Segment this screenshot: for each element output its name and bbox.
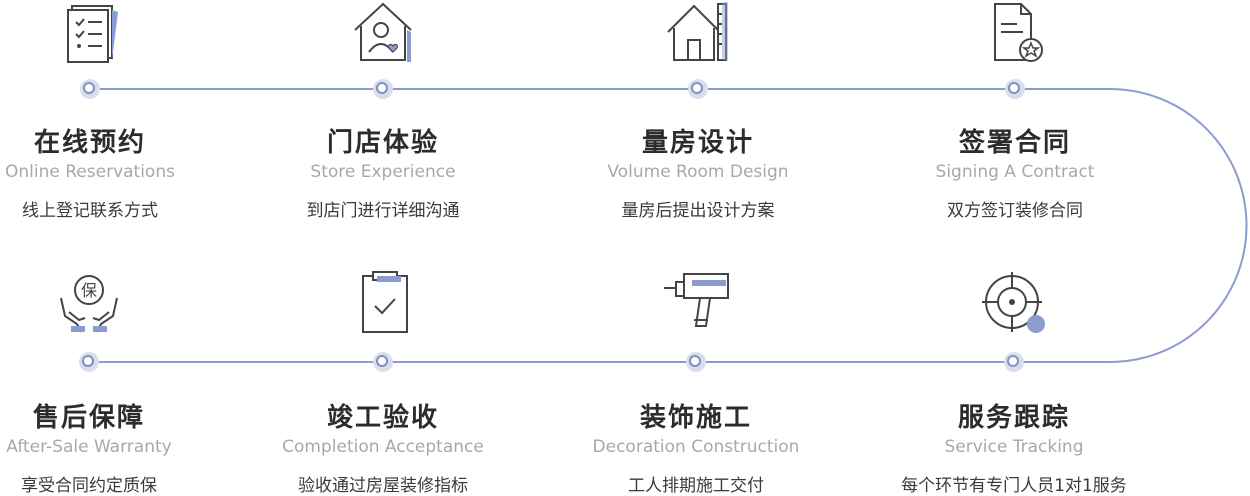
step-volume-room-design: 量房设计 Volume Room Design 量房后提出设计方案 — [578, 0, 818, 492]
step-title: 售后保障 — [32, 403, 145, 433]
drill-icon — [664, 273, 729, 327]
step-subtitle: Service Tracking — [944, 437, 1084, 457]
step-description: 每个环节有专门人员1对1服务 — [901, 476, 1127, 496]
step-marker-dot — [79, 352, 99, 372]
step-marker-dot — [373, 352, 393, 372]
house-person-icon — [354, 2, 412, 62]
house-ruler-icon — [667, 2, 728, 61]
hands-shield-icon: 保 — [60, 275, 118, 333]
step-title: 门店体验 — [326, 128, 439, 158]
target-icon — [982, 272, 1045, 333]
step-signing-contract: 签署合同 Signing A Contract 双方签订装修合同 — [895, 0, 1135, 492]
step-subtitle: Volume Room Design — [607, 162, 789, 182]
step-decoration-construction: 装饰施工 Decoration Construction 工人排期施工交付 — [576, 0, 816, 496]
contract-star-icon — [994, 2, 1043, 62]
step-online-reservations: 在线预约 Online Reservations 线上登记联系方式 — [0, 0, 210, 492]
step-marker-dot — [80, 79, 100, 99]
step-subtitle: Completion Acceptance — [282, 437, 484, 457]
step-store-experience: 门店体验 Store Experience 到店门进行详细沟通 — [263, 0, 503, 492]
step-description: 验收通过房屋装修指标 — [298, 476, 468, 496]
step-title: 服务跟踪 — [957, 403, 1070, 433]
step-title: 装饰施工 — [639, 403, 752, 433]
step-completion-acceptance: 竣工验收 Completion Acceptance 验收通过房屋装修指标 — [263, 0, 503, 496]
step-subtitle: Signing A Contract — [935, 162, 1095, 182]
step-subtitle: After-Sale Warranty — [6, 437, 172, 457]
step-description: 享受合同约定质保 — [21, 476, 157, 496]
step-marker-dot — [688, 79, 708, 99]
step-title: 在线预约 — [33, 128, 146, 158]
step-description: 双方签订装修合同 — [947, 201, 1083, 221]
step-title: 竣工验收 — [326, 403, 439, 433]
step-subtitle: Decoration Construction — [592, 437, 800, 457]
step-subtitle: Store Experience — [310, 162, 456, 182]
step-marker-dot — [686, 352, 706, 372]
warranty-glyph: 保 — [81, 281, 97, 300]
step-description: 量房后提出设计方案 — [621, 201, 775, 221]
step-title: 量房设计 — [641, 128, 754, 158]
step-title: 签署合同 — [958, 128, 1071, 158]
step-marker-dot — [1004, 352, 1024, 372]
step-marker-dot — [373, 79, 393, 99]
step-description: 工人排期施工交付 — [628, 476, 764, 496]
step-description: 线上登记联系方式 — [22, 201, 158, 221]
step-after-sale-warranty: 保 售后保障 After-Sale Warranty 享受合同约定质保 — [0, 0, 209, 496]
clipboard-check-icon — [362, 271, 408, 333]
step-subtitle: Online Reservations — [5, 162, 175, 182]
checklist-icon — [67, 5, 118, 63]
step-marker-dot — [1005, 79, 1025, 99]
step-service-tracking: 服务跟踪 Service Tracking 每个环节有专门人员1对1服务 — [894, 0, 1134, 496]
step-description: 到店门进行详细沟通 — [306, 201, 460, 221]
